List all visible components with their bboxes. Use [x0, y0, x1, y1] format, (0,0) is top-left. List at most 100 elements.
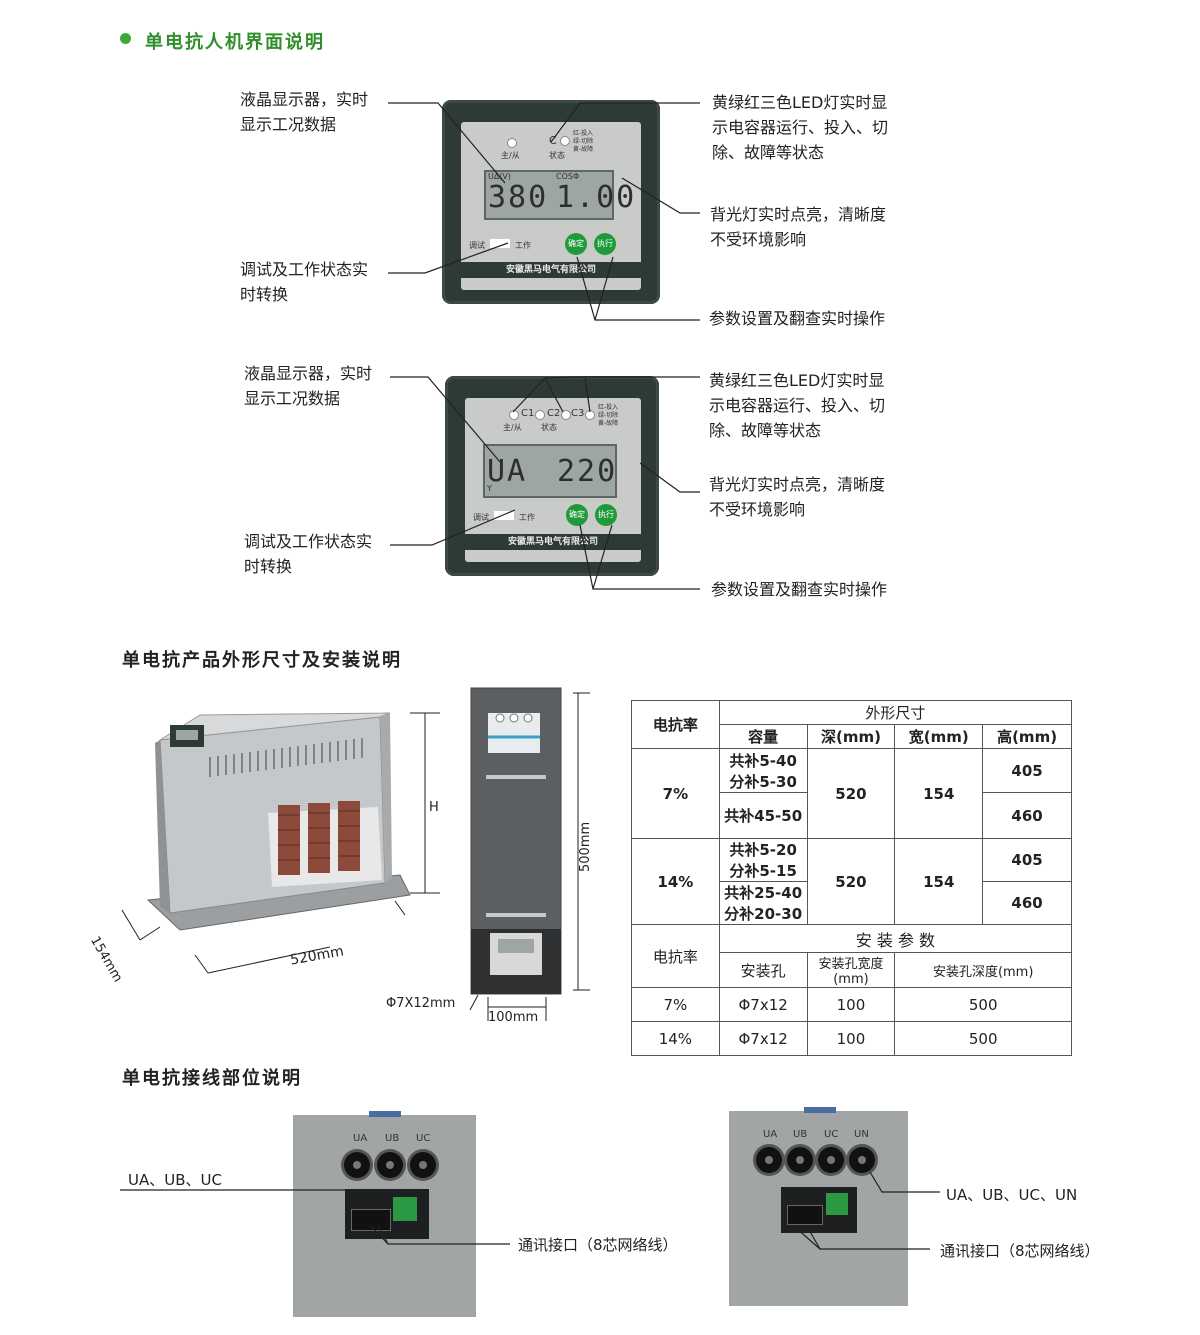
row7-rate: 7% [631, 748, 720, 839]
controller-panel-1: 主/从 C 状态 红-投入 绿-切除 黄-故障 U∆(V) COSΦ 380 1… [442, 100, 660, 304]
header-depth: 深(mm) [806, 724, 896, 749]
legend-green: 绿-切除 [598, 412, 619, 419]
note-led-2: 黄绿红三色LED灯实时显示电容器运行、投入、切除、故障等状态 [709, 371, 886, 440]
install-row-hole: Φ7x12 [718, 1021, 808, 1056]
green-terminal-icon[interactable] [826, 1193, 848, 1215]
mode-switch[interactable] [494, 511, 514, 520]
led-c1-label: C1 [521, 408, 535, 419]
row14-height1: 405 [982, 838, 1072, 882]
led-label: 主/从 [501, 151, 520, 160]
confirm-button[interactable]: 确定 [566, 504, 588, 526]
front-view-illustration [469, 687, 590, 1021]
top-tab [369, 1111, 401, 1117]
wiring-label-right: UA、UB、UC、UN [946, 1186, 1078, 1204]
header-height: 高(mm) [982, 724, 1072, 749]
install-row-width: 100 [806, 987, 896, 1022]
controller-panel-2: 主/从 C1 C2 C3 状态 红-投入 绿-切除 黄-故障 UA Y 220 … [445, 376, 659, 576]
lcd-value-phase: UA [487, 454, 528, 489]
mode-switch[interactable] [490, 239, 510, 248]
legend-yellow: 黄-故障 [573, 146, 594, 153]
callout-lines [388, 102, 700, 590]
row7-height2: 460 [982, 792, 1072, 839]
brand-bar: 安徽黑马电气有限公司 [461, 262, 641, 278]
header-hole-depth: 安装孔深度(mm) [894, 952, 1072, 988]
header-capacity: 容量 [718, 724, 808, 749]
install-row-rate: 14% [631, 1021, 720, 1056]
green-terminal-icon[interactable] [393, 1197, 417, 1221]
install-row-depth: 500 [894, 987, 1072, 1022]
led-label: 主/从 [503, 423, 522, 432]
row7-height1: 405 [982, 748, 1072, 793]
cabinet-illustration [121, 712, 440, 974]
wiring-callout-lines [120, 1171, 940, 1250]
note-mode-1: 调试及工作状态实时转换 [240, 260, 369, 304]
confirm-button[interactable]: 确定 [565, 233, 587, 255]
comm-port-icon[interactable] [351, 1209, 391, 1231]
legend-yellow: 黄-故障 [598, 420, 619, 427]
wiring-label-left: UA、UB、UC [128, 1171, 222, 1189]
lcd-value-phase-sub: Y [487, 484, 492, 493]
c2-led-icon [561, 410, 571, 420]
switch-debug-label: 调试 [469, 241, 485, 250]
header-install: 安 装 参 数 [718, 924, 1073, 953]
panel-face: 主/从 C 状态 红-投入 绿-切除 黄-故障 U∆(V) COSΦ 380 1… [461, 122, 641, 290]
terminal-label-ua: UA [353, 1133, 368, 1144]
header-dimensions: 外形尺寸 [718, 700, 1073, 725]
terminal-label-ub: UB [793, 1129, 808, 1140]
switch-work-label: 工作 [519, 513, 535, 522]
header-width: 宽(mm) [894, 724, 984, 749]
header-hole: 安装孔 [718, 952, 808, 988]
row14-rate: 14% [631, 838, 720, 925]
section-title-wiring: 单电抗接线部位说明 [122, 1068, 302, 1089]
execute-button[interactable]: 执行 [594, 233, 616, 255]
section-bullet-icon [120, 33, 131, 44]
lcd-label-cos: COSΦ [556, 172, 580, 181]
comm-port-icon[interactable] [787, 1205, 823, 1225]
lcd-value-cos: 1.00 [556, 180, 637, 215]
dimension-h: H [429, 800, 439, 815]
comm-label-left: 通讯接口（8芯网络线） [518, 1236, 678, 1254]
brand-bar: 安徽黑马电气有限公司 [465, 534, 641, 550]
legend-red: 红-投入 [573, 130, 594, 137]
note-params-2: 参数设置及翻查实时操作 [711, 580, 888, 599]
note-mode-2: 调试及工作状态实时转换 [244, 532, 373, 576]
terminal-uc-icon[interactable] [818, 1147, 844, 1173]
note-backlight-1: 背光灯实时点亮，清晰度不受环境影响 [710, 205, 887, 249]
terminal-ub-icon[interactable] [787, 1147, 813, 1173]
row14-height2: 460 [982, 881, 1072, 925]
terminal-ua-icon[interactable] [756, 1147, 782, 1173]
master-slave-led-icon [507, 138, 517, 148]
terminal-label-uc: UC [416, 1133, 431, 1144]
status-led-icon [560, 136, 570, 146]
header-rate: 电抗率 [631, 700, 720, 749]
row14-width: 154 [894, 838, 984, 925]
led-c3-label: C3 [571, 408, 585, 419]
row7-width: 154 [894, 748, 984, 839]
wiring-unit-3phase: UA UB UC [293, 1111, 476, 1317]
status-label: 状态 [549, 151, 565, 160]
led-c2-label: C2 [547, 408, 561, 419]
terminal-ub-icon[interactable] [377, 1152, 403, 1178]
row7-depth: 520 [806, 748, 896, 839]
lcd-display: U∆(V) COSΦ 380 1.00 [484, 170, 634, 220]
terminal-label-uc: UC [824, 1129, 839, 1140]
execute-button[interactable]: 执行 [595, 504, 617, 526]
note-lcd-2: 液晶显示器，实时显示工况数据 [244, 364, 373, 408]
section-title-hmi: 单电抗人机界面说明 [145, 32, 325, 53]
terminal-ua-icon[interactable] [344, 1152, 370, 1178]
terminal-un-icon[interactable] [849, 1147, 875, 1173]
install-row-rate: 7% [631, 987, 720, 1022]
wiring-unit-4wire: UA UB UC UN [729, 1107, 908, 1306]
dimension-500: 500mm [578, 821, 593, 872]
status-label: 状态 [541, 423, 557, 432]
comm-label-right: 通讯接口（8芯网络线） [940, 1242, 1100, 1260]
terminal-uc-icon[interactable] [410, 1152, 436, 1178]
lcd-value-voltage: 220 [557, 454, 618, 489]
lcd-value-voltage: 380 [488, 180, 549, 215]
switch-debug-label: 调试 [473, 513, 489, 522]
note-params-1: 参数设置及翻查实时操作 [709, 309, 886, 328]
row14-depth: 520 [806, 838, 896, 925]
